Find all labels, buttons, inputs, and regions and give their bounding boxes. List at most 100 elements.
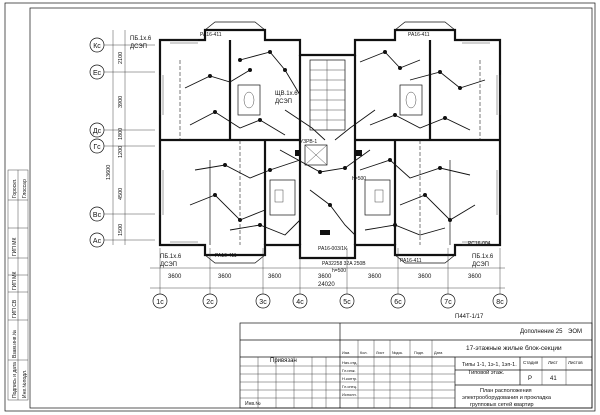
svg-text:24020: 24020 — [318, 282, 335, 288]
svg-text:8с: 8с — [496, 299, 504, 306]
outer-wall — [158, 28, 502, 260]
wc-left — [269, 179, 296, 216]
stage-value: Р — [528, 376, 532, 382]
svg-text:Ес: Ес — [93, 70, 102, 77]
col-sign: Подп. — [414, 351, 424, 355]
panel-label-tl1: ПБ.1х.6 — [130, 36, 152, 42]
svg-text:3600: 3600 — [268, 274, 282, 280]
svg-text:Гс: Гс — [93, 144, 101, 151]
uzrv-label: УЗРВ-1 — [300, 139, 317, 145]
svg-text:1500: 1500 — [118, 224, 124, 236]
panel-label-bl2: ДСЭП — [160, 262, 177, 268]
svg-text:4500: 4500 — [118, 188, 124, 200]
strip-cell-7: Подпись и дата — [12, 362, 18, 398]
svg-text:6с: 6с — [394, 299, 402, 306]
wc-right — [364, 179, 391, 216]
svg-text:Кс: Кс — [93, 43, 101, 50]
sheet-label: Лист — [548, 360, 558, 365]
pa-label-tl: РА16-411 — [200, 32, 222, 38]
doc-code: П44Т-1/17 — [455, 314, 484, 320]
strip-cell-4: ГИП МК — [12, 272, 18, 290]
wiring — [179, 51, 486, 245]
drawing-title-3: групповых сетей квартир — [470, 401, 534, 408]
title-block: Дополнение 25 ЭОМ П44Т-1/17 17-этажные ж… — [239, 314, 593, 409]
col-izm: Изм. — [342, 351, 350, 355]
svg-text:7с: 7с — [444, 299, 452, 306]
supplement: Дополнение 25 — [520, 329, 563, 335]
left-dimensions: 2100 3900 1800 1200 4500 13600 1500 — [106, 30, 126, 245]
pa-label-center-3: h=500 — [332, 268, 346, 274]
row-axes: Кс Ес Дс Гс Вс Ас — [89, 37, 155, 248]
stage-label: Стадия — [523, 360, 539, 365]
bottom-dimensions: 3600 3600 3600 3600 3600 3600 3600 24020 — [150, 267, 505, 289]
row-axis-gc: Гс — [89, 138, 155, 154]
svg-text:3600: 3600 — [468, 274, 482, 280]
bathroom-right — [399, 84, 423, 116]
pc-label: РС16-004 — [468, 241, 491, 247]
row-axis-kc: Кс — [89, 37, 155, 53]
col-axis-2c: 2с — [202, 248, 218, 309]
col-list: Лист — [376, 351, 385, 355]
balcony-top-left — [204, 21, 266, 31]
svg-text:1200: 1200 — [118, 146, 124, 158]
row-axis-ac: Ас — [89, 232, 155, 248]
panel-label-br1: ПБ.1х.6 — [472, 254, 494, 260]
col-axis-7c: 7с — [440, 248, 456, 309]
col-axis-1c: 1с — [152, 248, 168, 309]
svg-text:3600: 3600 — [168, 274, 182, 280]
drawing-title-2: электрооборудования и прокладка — [462, 395, 552, 401]
col-axis-3c: 3с — [255, 248, 271, 309]
sheet-title-2: Типовой этаж. — [468, 369, 505, 376]
sheets-label: Листов — [568, 360, 583, 365]
balcony-top-right — [394, 21, 456, 31]
svg-text:13600: 13600 — [106, 165, 112, 180]
plan-labels: ПБ.1х.6 ДСЭП РА16-411 РА16-411 ЩВ.1х.6 Д… — [130, 32, 494, 274]
svg-text:3900: 3900 — [118, 96, 124, 108]
strip-cell-1: Гороскп. — [12, 179, 18, 199]
svg-text:Дс: Дс — [93, 128, 102, 135]
role-4: Гл.спец. — [342, 384, 357, 389]
bathroom-left — [237, 84, 261, 116]
pa-label-tr: РА16-411 — [408, 32, 430, 38]
svg-text:3600: 3600 — [418, 274, 432, 280]
strip-cell-5: ГИП СВ — [12, 299, 18, 318]
sheet-title-1: Типы 1-1, 1э-1, 1эп-1. — [462, 362, 517, 368]
pa-label-center-2: РА32258 32А 250В — [322, 261, 366, 267]
svg-text:Ас: Ас — [93, 238, 102, 245]
strip-cell-2: Глоссар — [22, 179, 28, 198]
role-2: Гл.инж. — [342, 368, 356, 373]
panel-label-bl1: ПБ.1х.6 — [160, 254, 182, 260]
elevator — [304, 144, 328, 166]
panel-label-tr1: ЩВ.1х.6 — [275, 91, 298, 97]
strip-cell-8: Инв.№подл. — [22, 370, 28, 398]
linked-label: Привязан — [270, 358, 297, 364]
svg-text:3600: 3600 — [368, 274, 382, 280]
left-binding-strip: Гороскп. Глоссар ГИП МК ГИП МК ГИП СВ Вз… — [7, 169, 29, 401]
floor-plan — [158, 21, 502, 264]
col-axis-4c: 4с — [292, 248, 308, 309]
row-axis-ec: Ес — [89, 64, 155, 80]
col-axis-6c: 6с — [390, 248, 406, 309]
fixtures — [208, 50, 462, 235]
svg-text:Вс: Вс — [93, 212, 102, 219]
role-1: Нач.отд. — [342, 360, 358, 365]
strip-cell-3: ГИП МК — [12, 238, 18, 256]
pa-label-bl: РА16-411 — [215, 253, 237, 259]
panel-label-tr2: ДСЭП — [275, 99, 292, 105]
panel-label-br2: ДСЭП — [472, 262, 489, 268]
row-axis-vc: Вс — [89, 206, 155, 222]
svg-text:2с: 2с — [206, 299, 214, 306]
pa-label-br: РА16-411 — [400, 258, 422, 264]
role-3: Н.контр. — [342, 376, 357, 381]
col-kol: Кол. — [360, 351, 368, 355]
svg-text:5с: 5с — [343, 299, 351, 306]
column-axes: 1с 2с 3с 4с 5с 6с 7с 8с — [152, 248, 508, 309]
sheet-frame — [4, 2, 596, 412]
project-name: 17-этажные жилые блок-секции — [466, 344, 562, 352]
svg-text:3600: 3600 — [218, 274, 232, 280]
svg-text:2100: 2100 — [118, 52, 124, 64]
role-5: Исполн. — [342, 392, 357, 397]
svg-text:3600: 3600 — [318, 274, 332, 280]
balcony-bottom-right — [394, 254, 456, 264]
drawing-title-1: План расположения — [480, 388, 532, 394]
